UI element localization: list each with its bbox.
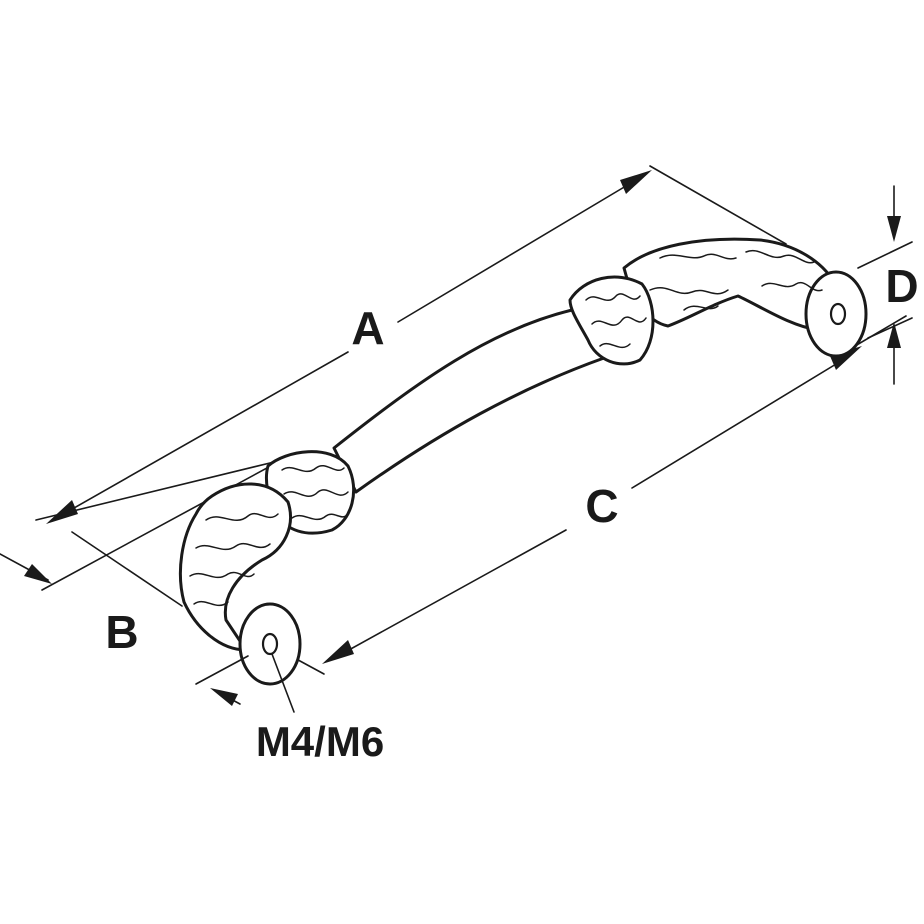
ornament-curve: [291, 513, 349, 521]
label-a: A: [351, 302, 384, 354]
thread-callout: M4/M6: [195, 653, 384, 765]
leader-line-thread: [271, 653, 295, 713]
left-mount-hole: [261, 632, 279, 656]
extension-line-d-bottom: [867, 317, 913, 339]
ornament-curve: [193, 600, 229, 607]
dimension-c: C: [275, 315, 907, 675]
ornament-curve: [195, 542, 271, 551]
label-c: C: [585, 480, 618, 532]
dimension-d: D: [857, 185, 919, 385]
right-mount-hole: [829, 302, 847, 326]
ornament-curve: [599, 342, 631, 349]
ornament-curve: [281, 465, 345, 473]
ornament-curve: [745, 249, 815, 264]
ornament-curve: [761, 281, 823, 292]
ornament-curve: [683, 305, 719, 311]
arrow-d-top: [887, 216, 901, 242]
dimension-line-a-right: [397, 179, 637, 323]
ornament-curve: [649, 287, 729, 295]
left-bend-end: [178, 482, 292, 652]
ornament-curve: [591, 316, 647, 326]
arrow-thread: [210, 688, 238, 706]
handle-body: [178, 237, 868, 686]
arrow-d-bottom: [887, 322, 901, 348]
extension-line-thread: [195, 655, 249, 685]
extension-line-a-right: [649, 165, 787, 245]
leader-line-b: [71, 531, 183, 607]
arrow-b: [24, 564, 52, 584]
handle-ornament: [189, 249, 823, 607]
extension-line-d-top: [857, 241, 913, 269]
ornament-curve: [585, 293, 641, 302]
dimension-a: A: [35, 165, 787, 524]
dimension-line-c-left: [337, 529, 567, 657]
ornament-curve: [189, 571, 255, 579]
dimension-line-a-left: [59, 351, 349, 517]
arrow-a-left: [46, 500, 78, 524]
label-d: D: [885, 260, 918, 312]
label-thread: M4/M6: [256, 718, 384, 765]
arrow-a-right: [620, 170, 652, 194]
ornament-curve: [659, 253, 737, 260]
arrow-c-left: [322, 640, 354, 664]
dimension-b: B: [0, 461, 279, 658]
right-bend-end: [622, 237, 836, 332]
extension-line-b: [41, 461, 279, 591]
left-mount-disc: [238, 602, 302, 686]
dimension-line-c-right: [631, 357, 847, 489]
right-mount-disc: [804, 270, 868, 358]
label-b: B: [105, 606, 138, 658]
ornament-curve: [283, 489, 349, 497]
ornament-curve: [205, 512, 279, 522]
arrow-c-right: [830, 346, 862, 370]
